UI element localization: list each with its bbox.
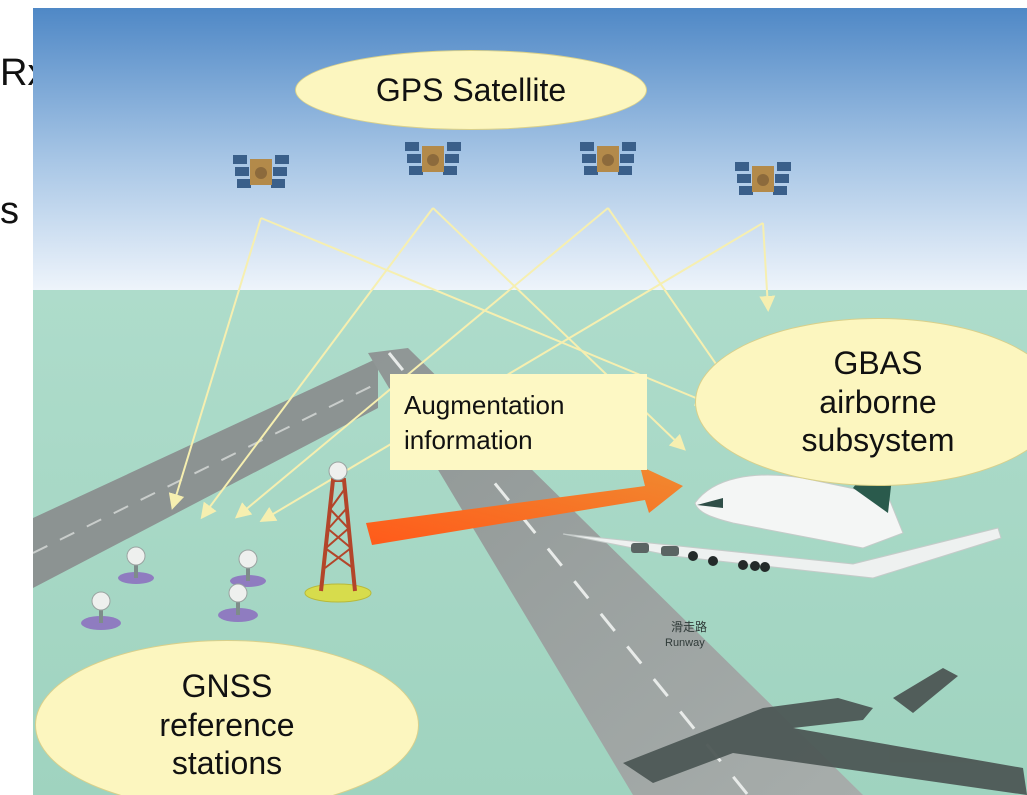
gnss-line-3: stations [171, 745, 283, 782]
reference-antenna-icon [218, 583, 258, 622]
satellite-icon [405, 142, 461, 175]
cut-off-text-middle: s [0, 190, 19, 232]
taxiway [33, 358, 378, 588]
gbas-scene: 滑走路 Runway [33, 8, 1027, 795]
satellite-icon [233, 155, 289, 188]
gnss-line-1: GNSS [181, 668, 273, 705]
gnss-reference-stations-label: GNSS reference stations [35, 640, 419, 795]
satellite-icon [580, 142, 636, 175]
runway-label-cn: 滑走路 [671, 619, 707, 634]
gbas-line-1: GBAS [833, 345, 923, 382]
gps-satellite-label: GPS Satellite [295, 50, 647, 130]
augmentation-line-1: Augmentation [404, 390, 565, 420]
gnss-line-2: reference [159, 706, 295, 743]
augmentation-line-2: information [404, 425, 533, 456]
runway-label-en: Runway [665, 637, 705, 649]
augmentation-arrow [366, 466, 683, 545]
reference-antenna-icon [118, 546, 154, 584]
sky [33, 8, 1027, 290]
reference-antenna-icon [81, 591, 121, 630]
gps-satellite-text: GPS Satellite [375, 71, 567, 108]
gbas-airborne-subsystem-label: GBAS airborne subsystem [695, 318, 1027, 486]
airplane-shadow [623, 668, 1027, 795]
satellite-icon [735, 162, 791, 195]
gbas-line-2: airborne [819, 383, 937, 420]
gbas-line-3: subsystem [801, 422, 955, 459]
monitor-tower-icon [304, 461, 372, 603]
augmentation-information-box: Augmentation information [390, 374, 647, 470]
